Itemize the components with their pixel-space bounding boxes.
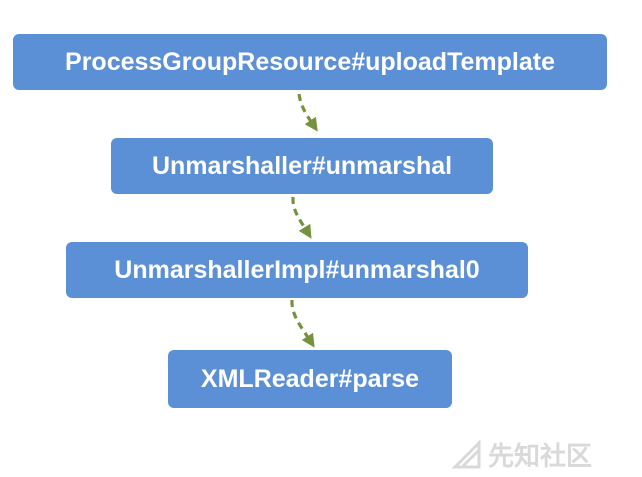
watermark: 先知社区 xyxy=(452,436,592,473)
node-xml-reader-parse: XMLReader#parse xyxy=(168,350,452,408)
arrow-2 xyxy=(291,196,312,239)
node-label: XMLReader#parse xyxy=(200,364,420,393)
node-process-group-resource-upload-template: ProcessGroupResource#uploadTemplate xyxy=(13,34,607,90)
arrow-1 xyxy=(297,93,318,132)
node-unmarshaller-impl-unmarshal0: UnmarshallerImpl#unmarshal0 xyxy=(66,242,528,298)
watermark-text: 先知社区 xyxy=(488,442,593,472)
arrow-3 xyxy=(290,299,315,348)
node-unmarshaller-unmarshal: Unmarshaller#unmarshal xyxy=(111,138,493,194)
node-label: UnmarshallerImpl#unmarshal0 xyxy=(114,255,480,284)
node-label: ProcessGroupResource#uploadTemplate xyxy=(65,47,555,76)
node-label: Unmarshaller#unmarshal xyxy=(151,151,453,180)
watermark-logo-icon xyxy=(452,439,481,468)
